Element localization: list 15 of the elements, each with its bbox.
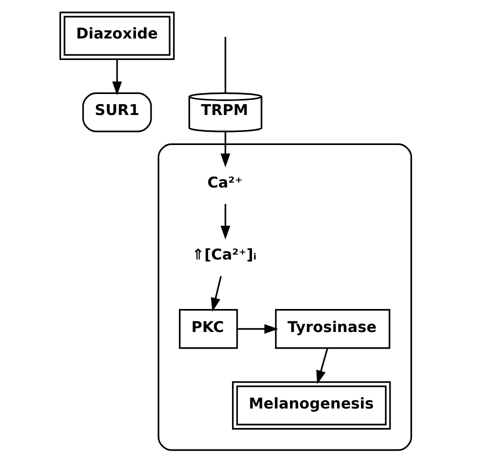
node-text: Ca²⁺	[206, 173, 242, 192]
arrow	[220, 204, 230, 240]
cluster	[157, 143, 412, 451]
arrow	[237, 324, 278, 334]
node-box: Tyrosinase	[274, 309, 390, 349]
connector	[224, 36, 226, 93]
arrow	[210, 276, 222, 312]
arrow	[220, 132, 230, 168]
arrow	[112, 59, 122, 96]
node-box: SUR1	[82, 92, 152, 132]
node-box: Diazoxide	[58, 12, 174, 60]
node-box: PKC	[178, 309, 238, 349]
node-text: ⇑[Ca²⁺]ᵢ	[191, 246, 256, 264]
node-box: Melanogenesis	[232, 381, 390, 430]
arrow	[316, 348, 328, 384]
